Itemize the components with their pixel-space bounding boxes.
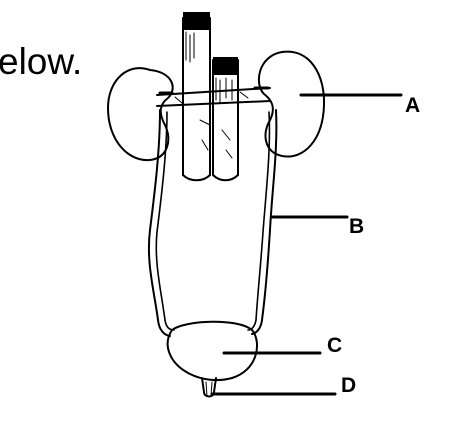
ureters: [147, 109, 278, 337]
label-b: B: [349, 215, 365, 238]
label-c: C: [327, 334, 343, 357]
right-kidney: [257, 50, 326, 158]
renal-vessels: [156, 86, 271, 107]
bladder: [166, 320, 259, 382]
label-a: A: [405, 94, 421, 117]
left-kidney: [107, 67, 174, 162]
label-d: D: [341, 374, 357, 397]
vena-cava: [199, 57, 239, 182]
instruction-text-fragment: elow.: [0, 41, 83, 82]
aorta: [182, 12, 211, 182]
